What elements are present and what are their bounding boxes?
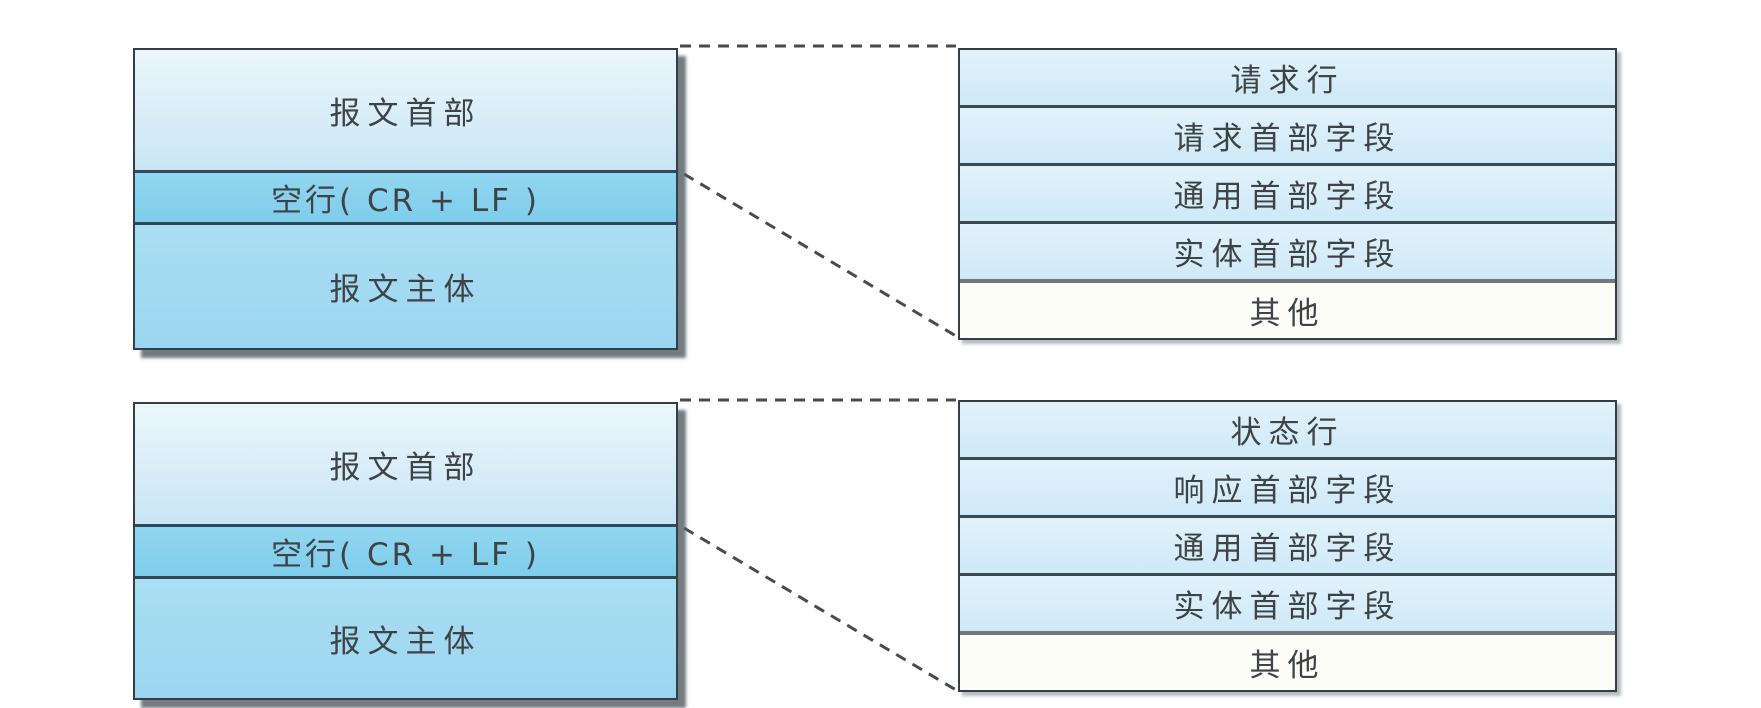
- request-blank-line-section: 空行( CR + LF ): [135, 170, 676, 225]
- entity-header-fields-row: 实体首部字段: [960, 573, 1615, 631]
- response-header-fields-row: 响应首部字段: [960, 457, 1615, 515]
- request-message-header-section: 报文首部: [135, 50, 676, 170]
- response-blank-line-section: 空行( CR + LF ): [135, 524, 676, 579]
- other-label: 其他: [1249, 648, 1326, 684]
- response-message-body-label: 报文主体: [329, 624, 482, 660]
- response-expansion-line-diagonal: [683, 526, 957, 692]
- response-message-body-section: 报文主体: [135, 579, 676, 698]
- status-line-row: 状态行: [960, 402, 1615, 457]
- general-header-fields-row: 通用首部字段: [960, 163, 1615, 221]
- request-message-body-label: 报文主体: [329, 272, 482, 308]
- request-line-row: 请求行: [960, 50, 1615, 105]
- response-header-detail-box: 状态行 响应首部字段 通用首部字段 实体首部字段 其他: [958, 400, 1617, 692]
- request-message-body-section: 报文主体: [135, 225, 676, 348]
- request-header-fields-row: 请求首部字段: [960, 105, 1615, 163]
- request-message-header-label: 报文首部: [329, 95, 482, 132]
- request-message-overview-box: 报文首部 空行( CR + LF ) 报文主体: [133, 48, 678, 350]
- request-blank-line-label: 空行( CR + LF ): [271, 183, 540, 219]
- entity-header-fields-label: 实体首部字段: [1173, 589, 1402, 625]
- status-line-label: 状态行: [1230, 415, 1345, 451]
- request-line-label: 请求行: [1230, 63, 1345, 99]
- request-header-detail-box: 请求行 请求首部字段 通用首部字段 实体首部字段 其他: [958, 48, 1617, 340]
- response-blank-line-label: 空行( CR + LF ): [271, 537, 540, 573]
- response-message-header-label: 报文首部: [329, 449, 482, 486]
- general-header-fields-label: 通用首部字段: [1173, 179, 1402, 215]
- general-header-fields-label: 通用首部字段: [1173, 531, 1402, 567]
- other-row: 其他: [960, 631, 1615, 690]
- other-label: 其他: [1249, 296, 1326, 332]
- entity-header-fields-row: 实体首部字段: [960, 221, 1615, 279]
- response-message-header-section: 报文首部: [135, 404, 676, 524]
- request-header-fields-label: 请求首部字段: [1173, 121, 1402, 157]
- response-header-fields-label: 响应首部字段: [1173, 473, 1402, 509]
- entity-header-fields-label: 实体首部字段: [1173, 237, 1402, 273]
- other-row: 其他: [960, 279, 1615, 338]
- response-message-overview-box: 报文首部 空行( CR + LF ) 报文主体: [133, 402, 678, 700]
- general-header-fields-row: 通用首部字段: [960, 515, 1615, 573]
- request-expansion-line-diagonal: [683, 172, 957, 338]
